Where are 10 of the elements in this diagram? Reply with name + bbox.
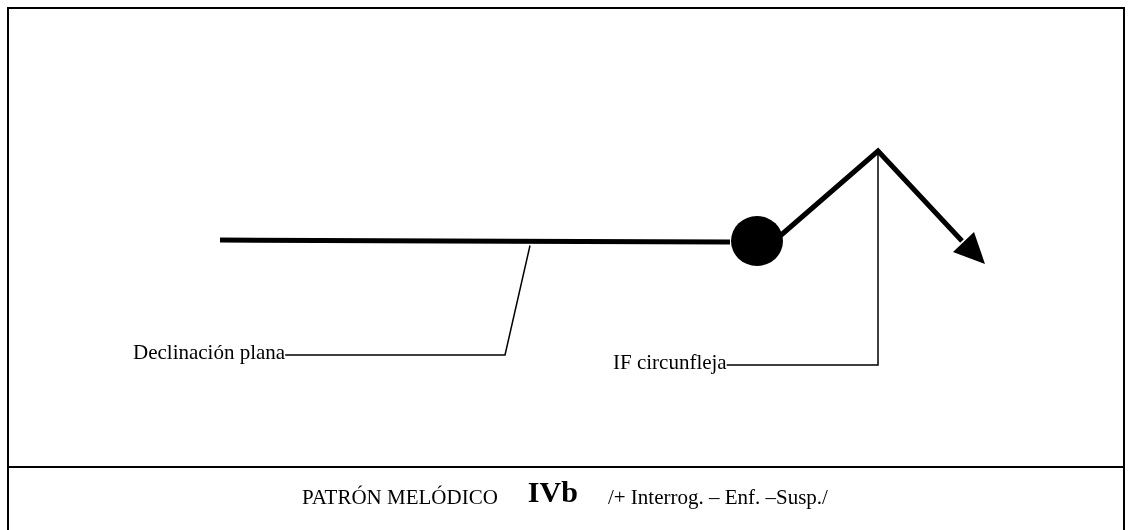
caption-text: /+ Interrog. – Enf. –Susp./ bbox=[607, 484, 828, 511]
leader-line bbox=[284, 244, 531, 356]
leader-line bbox=[725, 152, 879, 366]
circumflex-arrow bbox=[778, 147, 985, 264]
annotation-label: Declinación plana bbox=[133, 339, 286, 365]
pattern-code: IVb bbox=[527, 474, 578, 510]
contour-line bbox=[220, 237, 730, 245]
dot bbox=[731, 216, 783, 266]
annotation-label: IF circunfleja bbox=[613, 349, 727, 375]
caption-text: PATRÓN MELÓDICO bbox=[302, 484, 498, 511]
